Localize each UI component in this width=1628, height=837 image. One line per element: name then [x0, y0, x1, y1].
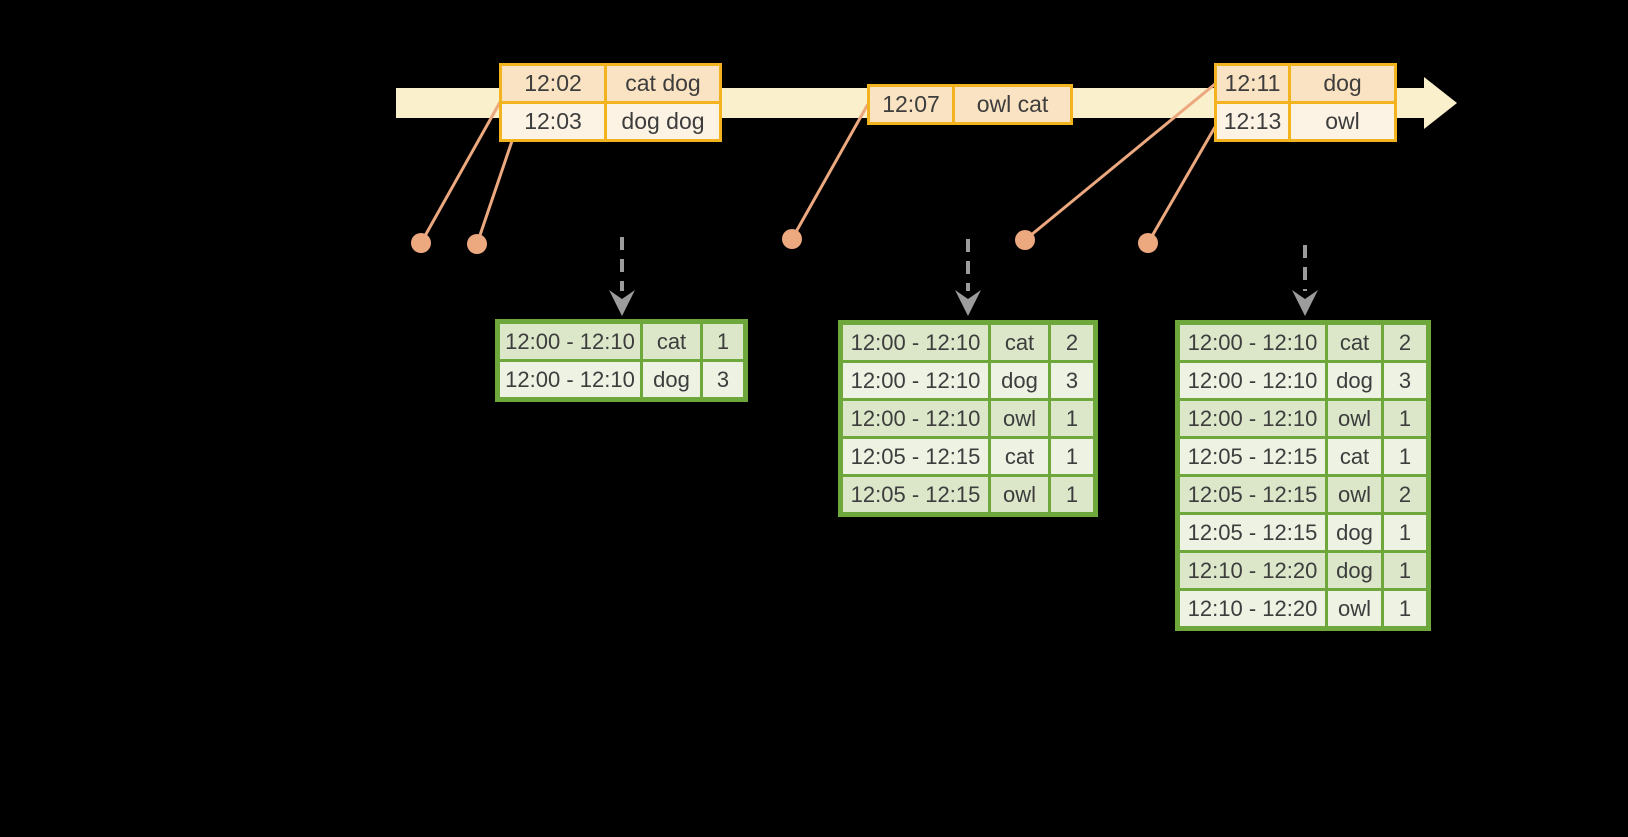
table-cell: 12:02 — [502, 66, 604, 101]
table-cell: 3 — [1051, 363, 1093, 398]
event-dot — [467, 234, 487, 254]
table-cell: cat — [991, 325, 1048, 360]
table-cell: cat — [643, 324, 700, 359]
table-cell: dog — [991, 363, 1048, 398]
table-cell: owl — [1291, 104, 1394, 139]
table-cell: 12:05 - 12:15 — [1180, 477, 1325, 512]
table-cell: 12:05 - 12:15 — [843, 477, 988, 512]
table-cell: 3 — [703, 362, 743, 397]
table-cell: owl — [1328, 477, 1381, 512]
table-cell: owl — [991, 401, 1048, 436]
table-cell: 1 — [1384, 591, 1426, 626]
table-cell: 12:05 - 12:15 — [843, 439, 988, 474]
table-cell: 1 — [703, 324, 743, 359]
table-cell: 12:07 — [870, 87, 952, 122]
trigger-arrowheads — [609, 290, 1318, 316]
table-cell: 12:00 - 12:10 — [1180, 363, 1325, 398]
event-connector-line — [419, 94, 506, 244]
table-cell: cat — [1328, 439, 1381, 474]
table-cell: 12:00 - 12:10 — [843, 325, 988, 360]
table-cell: 12:00 - 12:10 — [843, 401, 988, 436]
event-dots — [411, 229, 1158, 254]
table-cell: 3 — [1384, 363, 1426, 398]
table-cell: owl — [1328, 591, 1381, 626]
table-cell: 12:05 - 12:15 — [1180, 515, 1325, 550]
table-cell: 1 — [1384, 439, 1426, 474]
table-cell: 2 — [1051, 325, 1093, 360]
table-cell: 2 — [1384, 325, 1426, 360]
table-cell: dog — [1291, 66, 1394, 101]
table-cell: 1 — [1051, 477, 1093, 512]
table-cell: 12:00 - 12:10 — [500, 362, 640, 397]
event-connector-line — [475, 137, 515, 245]
table-cell: dog — [1328, 553, 1381, 588]
event-connectors — [419, 82, 1217, 245]
table-cell: dog — [1328, 515, 1381, 550]
table-cell: dog dog — [607, 104, 719, 139]
event-dot — [782, 229, 802, 249]
table-cell: 1 — [1051, 439, 1093, 474]
event-connector-line — [1146, 126, 1217, 244]
table-cell: dog — [1328, 363, 1381, 398]
event-dot — [1138, 233, 1158, 253]
trigger-arrowhead-icon — [955, 290, 981, 316]
table-cell: 12:00 - 12:10 — [1180, 401, 1325, 436]
table-cell: 1 — [1051, 401, 1093, 436]
table-cell: 12:13 — [1217, 104, 1288, 139]
table-cell: 1 — [1384, 401, 1426, 436]
table-cell: owl cat — [955, 87, 1070, 122]
table-cell: owl — [1328, 401, 1381, 436]
trigger-arrowhead-icon — [609, 290, 635, 316]
table-cell: 1 — [1384, 553, 1426, 588]
event-dot — [411, 233, 431, 253]
table-cell: cat dog — [607, 66, 719, 101]
table-cell: cat — [1328, 325, 1381, 360]
table-cell: dog — [643, 362, 700, 397]
event-connector-line — [1024, 82, 1216, 242]
event-dot — [1015, 230, 1035, 250]
table-cell: 1 — [1384, 515, 1426, 550]
table-cell: 12:00 - 12:10 — [1180, 325, 1325, 360]
table-cell: owl — [991, 477, 1048, 512]
event-connector-line — [790, 103, 870, 240]
table-cell: 12:10 - 12:20 — [1180, 591, 1325, 626]
table-cell: 12:00 - 12:10 — [500, 324, 640, 359]
table-cell: 2 — [1384, 477, 1426, 512]
trigger-arrowhead-icon — [1292, 290, 1318, 316]
table-cell: 12:05 - 12:15 — [1180, 439, 1325, 474]
table-cell: 12:00 - 12:10 — [843, 363, 988, 398]
timeline-arrowhead-icon — [1424, 77, 1457, 129]
table-cell: 12:10 - 12:20 — [1180, 553, 1325, 588]
trigger-arrows — [620, 237, 1307, 291]
table-cell: 12:11 — [1217, 66, 1288, 101]
table-cell: 12:03 — [502, 104, 604, 139]
table-cell: cat — [991, 439, 1048, 474]
